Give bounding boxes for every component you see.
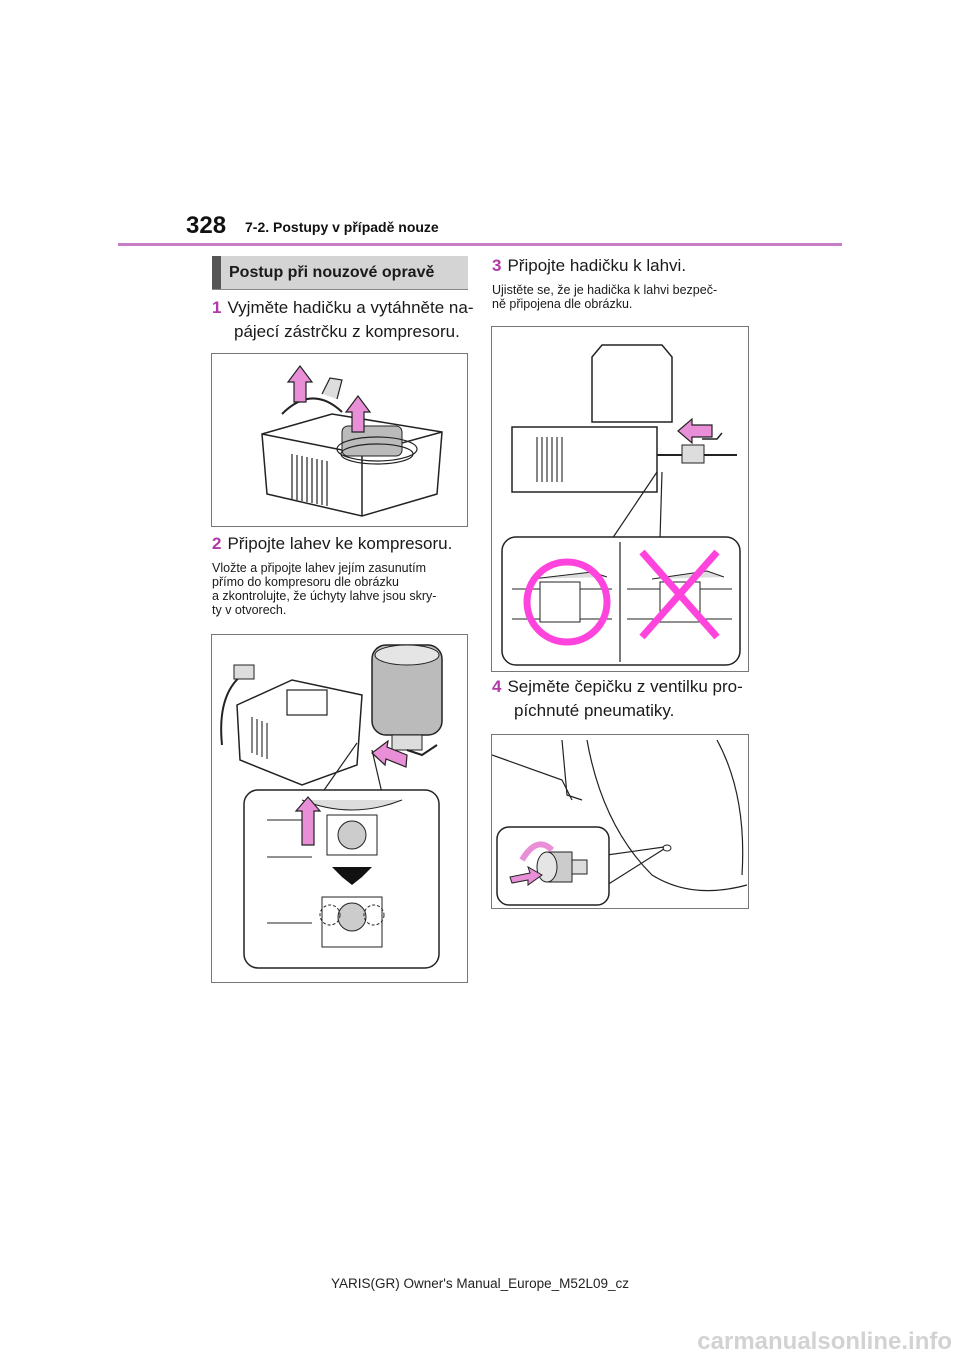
section-title: Postup při nouzové opravě bbox=[229, 263, 435, 281]
hose-bottle-illustration bbox=[501, 344, 741, 666]
correct-circle-icon bbox=[523, 558, 611, 646]
step-2-note: Vložte a připojte lahev jejím zasunutím … bbox=[212, 561, 436, 617]
step-4-text-line2: píchnuté pneumatiky. bbox=[514, 701, 675, 720]
step-2-text: Připojte lahev ke kompresoru. bbox=[227, 534, 453, 553]
step-2: 2 Připojte lahev ke kompresoru. bbox=[212, 532, 452, 556]
step-4: 4 Sejměte čepičku z ventilku pro- píchnut… bbox=[492, 675, 743, 723]
left-arrow-icon bbox=[371, 739, 408, 768]
figure-remove-hose bbox=[211, 353, 468, 527]
step-3-note: Ujistěte se, že je hadička k lahvi bezpe… bbox=[492, 283, 717, 311]
up-arrow-icon bbox=[294, 796, 322, 846]
down-arrow-icon bbox=[332, 867, 372, 885]
step-2-note-line: ty v otvorech. bbox=[212, 603, 287, 617]
step-2-note-line: a zkontrolujte, že úchyty lahve jsou skr… bbox=[212, 589, 437, 603]
footer-manual-id: YARIS(GR) Owner's Manual_Europe_M52L09_c… bbox=[331, 1276, 629, 1291]
step-3-number: 3 bbox=[492, 256, 502, 275]
header-rule bbox=[118, 243, 842, 246]
rotate-arrow-icon bbox=[519, 841, 555, 862]
left-arrow-icon bbox=[677, 417, 713, 445]
step-1-text-line2: pájecí zástrčku z kompresoru. bbox=[234, 322, 460, 341]
chapter-title: 7-2. Postupy v případě nouze bbox=[245, 219, 439, 235]
step-1-number: 1 bbox=[212, 298, 222, 317]
bottle-compressor-illustration bbox=[220, 644, 443, 969]
step-2-note-line: Vložte a připojte lahev jejím zasunutím bbox=[212, 561, 426, 575]
step-3-note-line: ně připojena dle obrázku. bbox=[492, 297, 633, 311]
step-2-note-line: přímo do kompresoru dle obrázku bbox=[212, 575, 399, 589]
step-3-text: Připojte hadičku k lahvi. bbox=[507, 256, 687, 275]
section-underline bbox=[212, 289, 468, 290]
figure-attach-bottle bbox=[211, 634, 468, 983]
step-4-number: 4 bbox=[492, 677, 502, 696]
up-arrow-icon bbox=[286, 365, 314, 403]
incorrect-cross-icon bbox=[639, 549, 720, 640]
compressor-illustration bbox=[261, 365, 443, 517]
left-arrow-icon bbox=[509, 865, 543, 886]
step-3-note-line: Ujistěte se, že je hadička k lahvi bezpe… bbox=[492, 283, 718, 297]
watermark: carmanualsonline.info bbox=[697, 1328, 952, 1355]
step-4-text-line1: Sejměte čepičku z ventilku pro- bbox=[507, 677, 743, 696]
figure-remove-valve-cap bbox=[491, 734, 749, 909]
step-2-number: 2 bbox=[212, 534, 222, 553]
section-heading: Postup při nouzové opravě bbox=[212, 256, 468, 289]
figure-connect-hose bbox=[491, 326, 749, 672]
up-arrow-icon bbox=[344, 395, 372, 433]
tire-valve-illustration bbox=[492, 739, 748, 906]
step-3: 3 Připojte hadičku k lahvi. bbox=[492, 254, 686, 278]
step-1: 1 Vyjměte hadičku a vytáhněte na- pájecí … bbox=[212, 296, 473, 344]
step-1-text-line1: Vyjměte hadičku a vytáhněte na- bbox=[227, 298, 474, 317]
page-number: 328 bbox=[186, 212, 227, 239]
